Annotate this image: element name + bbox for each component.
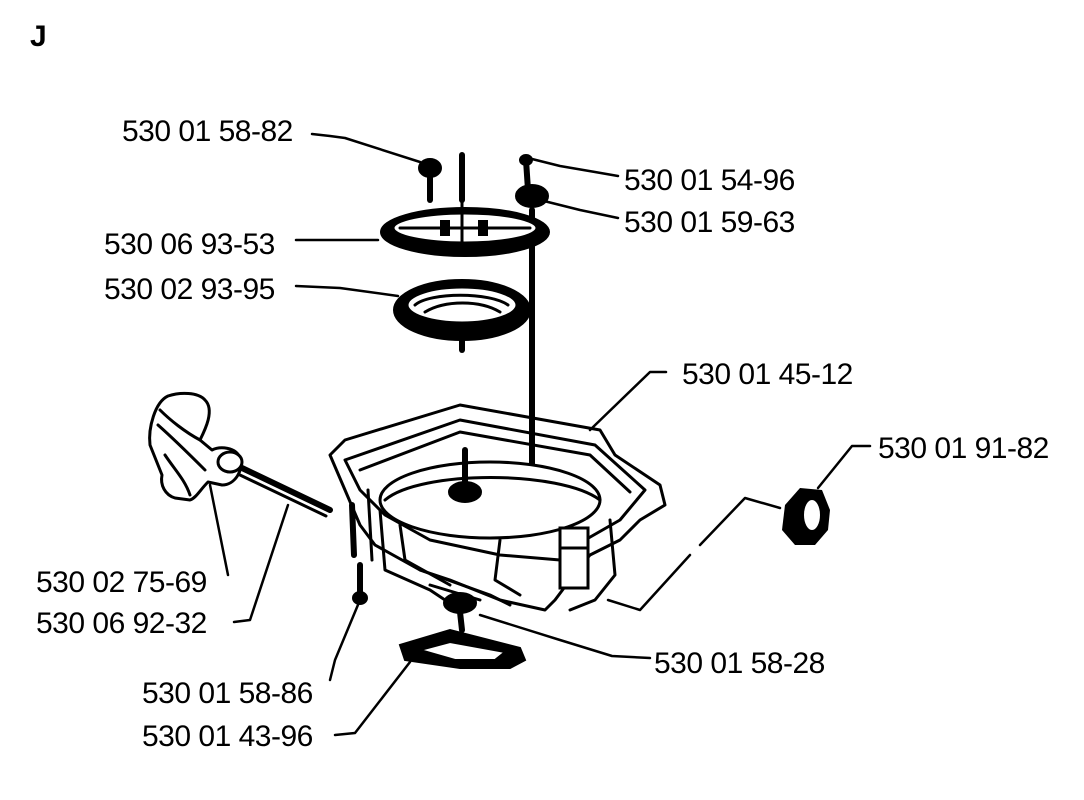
part-label-530-01-59-63: 530 01 59-63 [624, 206, 795, 239]
part-label-530-02-75-69: 530 02 75-69 [36, 566, 207, 599]
part-labels: 530 01 58-82 530 01 54-96 530 01 59-63 5… [36, 115, 1049, 753]
leader-530-01-54-96 [526, 156, 620, 178]
leader-530-02-93-95 [294, 284, 400, 298]
section-letter: J [30, 20, 47, 53]
leader-lines [208, 132, 872, 737]
hub-nut [443, 592, 477, 633]
screw-housing [352, 562, 368, 605]
starter-handle [148, 391, 244, 502]
starter-housing [328, 403, 667, 612]
leader-530-01-43-96 [333, 660, 412, 737]
part-label-530-02-93-95: 530 02 93-95 [104, 273, 275, 306]
starter-rope [239, 465, 333, 513]
starter-assembly-drawing [148, 152, 830, 669]
part-label-530-01-58-82: 530 01 58-82 [122, 115, 293, 148]
pulley-upper [380, 198, 550, 257]
spring-cassette [393, 279, 531, 353]
leader-530-01-91-82-upper [816, 444, 872, 490]
part-label-530-01-45-12: 530 01 45-12 [682, 358, 853, 391]
washer-top-right [515, 184, 549, 208]
leader-530-01-58-86 [328, 598, 362, 682]
part-label-530-01-91-82: 530 01 91-82 [878, 432, 1049, 465]
leader-pawl-dashed-2 [606, 553, 692, 612]
part-label-530-01-58-28: 530 01 58-28 [654, 647, 825, 680]
part-label-530-01-54-96: 530 01 54-96 [624, 164, 795, 197]
leader-530-06-92-32 [232, 503, 290, 624]
leader-530-01-58-28 [478, 613, 652, 660]
part-label-530-01-58-86: 530 01 58-86 [142, 677, 313, 710]
bottom-bracket [398, 628, 527, 669]
part-label-530-06-93-53: 530 06 93-53 [104, 228, 275, 261]
leader-530-01-58-82 [310, 132, 422, 164]
leader-530-01-59-63 [538, 198, 620, 220]
pawl-block [782, 488, 830, 545]
leader-530-02-75-69 [208, 483, 230, 577]
part-label-530-06-92-32: 530 06 92-32 [36, 607, 207, 640]
leader-530-01-45-12 [588, 370, 668, 432]
part-label-530-01-43-96: 530 01 43-96 [142, 720, 313, 753]
screw-top-left [418, 158, 442, 203]
leader-pawl-dashed-1 [698, 496, 782, 547]
